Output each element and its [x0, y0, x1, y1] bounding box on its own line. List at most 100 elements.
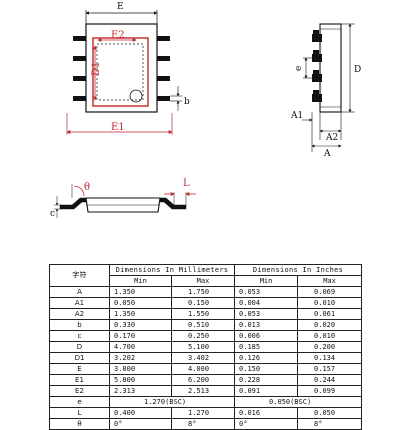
in-min: 0° [234, 418, 299, 430]
label-A1: A1 [290, 111, 303, 121]
in-min: 0.016 [234, 407, 299, 419]
mm-max: 2.513 [170, 385, 236, 397]
row-symbol: e [49, 396, 110, 408]
in-min: 0.228 [234, 374, 299, 386]
header-inches: Dimensions In Inches [234, 264, 363, 276]
in-bsc: 0.050(BSC) [234, 396, 363, 408]
in-min: 0.006 [234, 330, 299, 342]
in-max: 0.020 [297, 319, 363, 331]
row-symbol: E2 [49, 385, 110, 397]
mm-min: 1.350 [109, 286, 172, 298]
in-min: 0.150 [234, 363, 299, 375]
in-max: 0.099 [297, 385, 363, 397]
in-min: 0.091 [234, 385, 299, 397]
mm-max: 1.550 [170, 308, 236, 320]
label-A2: A2 [325, 133, 338, 143]
mm-min: 0.400 [109, 407, 172, 419]
table-row-L: L 0.400 1.270 0.016 0.050 [49, 407, 363, 419]
leads-right [157, 36, 170, 101]
mm-min: 3.202 [109, 352, 172, 364]
mm-min: 5.800 [109, 374, 172, 386]
header-mm-max: Max [170, 275, 236, 287]
mm-max: 0.150 [170, 297, 236, 309]
in-min: 0.126 [234, 352, 299, 364]
mm-bsc: 1.270(BSC) [108, 396, 236, 408]
label-theta: θ [84, 182, 90, 193]
in-max: 8° [297, 418, 363, 430]
header-mm: Dimensions In Millimeters [108, 264, 236, 276]
mm-min: 0° [109, 418, 172, 430]
label-b: b [184, 97, 190, 107]
label-D1: D1 [91, 62, 102, 76]
row-symbol: b [49, 319, 110, 331]
side-leads [312, 30, 322, 102]
header-in-min: Min [234, 275, 299, 287]
in-max: 0.157 [297, 363, 363, 375]
top-view: E E2 D1 b [66, 2, 190, 135]
row-symbol: D1 [49, 352, 110, 364]
mm-min: 4.700 [109, 341, 172, 353]
table-row-e: e 1.270(BSC) 0.050(BSC) [49, 396, 363, 408]
in-max: 0.244 [297, 374, 363, 386]
pin1-indicator [129, 89, 143, 103]
in-max: 0.061 [297, 308, 363, 320]
label-E1: E1 [111, 122, 125, 133]
row-symbol: L [49, 407, 110, 419]
in-min: 0.053 [234, 286, 299, 298]
package-body-side [319, 23, 342, 113]
mm-min: 0.330 [109, 319, 172, 331]
mm-min: 0.050 [109, 297, 172, 309]
side-view: e D A1 A2 A [290, 23, 361, 159]
mm-max: 8° [170, 418, 236, 430]
label-L: L [183, 178, 190, 189]
row-symbol: A2 [49, 308, 110, 320]
in-min: 0.004 [234, 297, 299, 309]
mm-max: 5.100 [170, 341, 236, 353]
in-max: 0.069 [297, 286, 363, 298]
leads-left [73, 36, 86, 101]
in-min: 0.185 [234, 341, 299, 353]
table-row-theta: θ 0° 8° 0° 8° [49, 418, 363, 430]
in-min: 0.013 [234, 319, 299, 331]
label-E: E [117, 2, 124, 12]
mm-max: 0.510 [170, 319, 236, 331]
mm-min: 0.170 [109, 330, 172, 342]
mm-max: 3.402 [170, 352, 236, 364]
mm-max: 1.750 [170, 286, 236, 298]
row-symbol: θ [49, 418, 110, 430]
row-symbol: E1 [49, 374, 110, 386]
row-symbol: A1 [49, 297, 110, 309]
header-in-max: Max [297, 275, 363, 287]
row-symbol: A [49, 286, 110, 298]
mm-max: 4.000 [170, 363, 236, 375]
in-max: 0.010 [297, 297, 363, 309]
row-symbol: D [49, 341, 110, 353]
label-c: c [50, 209, 55, 219]
lead-detail-view: θ L c [50, 178, 196, 219]
mm-min: 1.350 [109, 308, 172, 320]
dimensions-table: 字符 Dimensions In Millimeters Dimensions … [49, 264, 363, 430]
row-symbol: c [49, 330, 110, 342]
mm-max: 1.270 [170, 407, 236, 419]
label-e: e [294, 66, 304, 71]
mm-max: 6.200 [170, 374, 236, 386]
row-symbol: E [49, 363, 110, 375]
in-max: 0.050 [297, 407, 363, 419]
in-min: 0.053 [234, 308, 299, 320]
mm-min: 3.800 [109, 363, 172, 375]
in-max: 0.010 [297, 330, 363, 342]
header-symbol: 字符 [49, 264, 110, 287]
in-max: 0.134 [297, 352, 363, 364]
header-mm-min: Min [109, 275, 172, 287]
mm-min: 2.313 [109, 385, 172, 397]
mm-max: 0.250 [170, 330, 236, 342]
label-A: A [323, 149, 331, 159]
